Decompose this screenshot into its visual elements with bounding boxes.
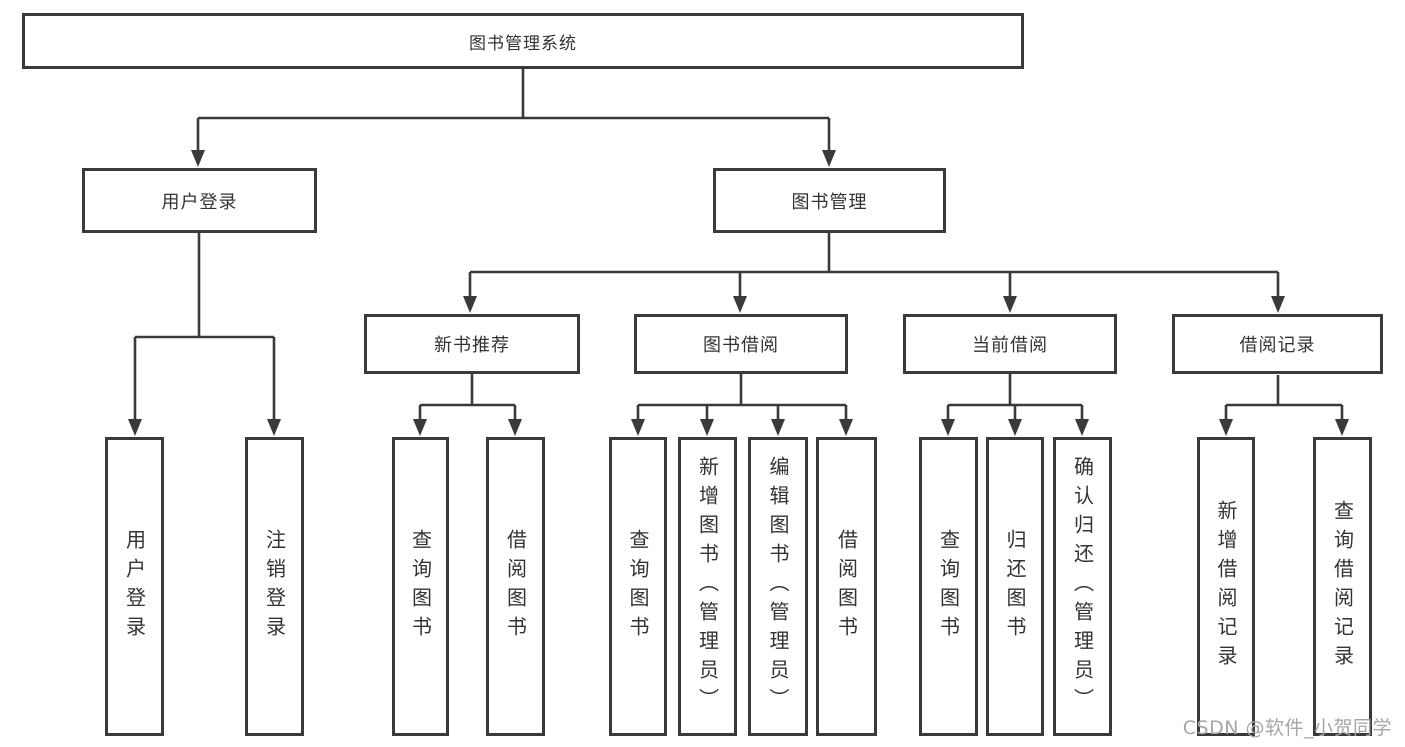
leaf-borrowing-edit-books-admin: 编辑图书（管理员） bbox=[748, 437, 808, 736]
node-user-login-label: 用户登录 bbox=[161, 191, 238, 213]
leaf-logout: 注销登录 bbox=[245, 437, 304, 736]
node-root-label: 图书管理系统 bbox=[469, 33, 577, 54]
node-new-book-recommend: 新书推荐 bbox=[364, 314, 580, 374]
node-user-login: 用户登录 bbox=[82, 168, 317, 233]
leaf-logout-label: 注销登录 bbox=[262, 528, 287, 645]
node-current-borrowing-label: 当前借阅 bbox=[972, 335, 1048, 356]
leaf-current-return-books-label: 归还图书 bbox=[1003, 528, 1027, 645]
node-book-management-label: 图书管理 bbox=[791, 191, 868, 213]
node-borrowing-records-label: 借阅记录 bbox=[1239, 335, 1316, 356]
node-book-borrowing: 图书借阅 bbox=[634, 314, 848, 374]
leaf-recommend-borrow-books-label: 借阅图书 bbox=[503, 528, 528, 645]
leaf-records-add-record-label: 新增借阅记录 bbox=[1214, 499, 1238, 674]
node-borrowing-records: 借阅记录 bbox=[1172, 314, 1383, 374]
leaf-borrowing-add-books-admin: 新增图书（管理员） bbox=[678, 437, 737, 736]
leaf-recommend-borrow-books: 借阅图书 bbox=[486, 437, 545, 736]
leaf-records-query-record-label: 查询借阅记录 bbox=[1330, 499, 1355, 674]
leaf-borrowing-query-books: 查询图书 bbox=[609, 437, 667, 736]
node-root: 图书管理系统 bbox=[22, 13, 1024, 69]
leaf-current-query-books: 查询图书 bbox=[919, 437, 978, 736]
leaf-borrowing-edit-books-admin-label: 编辑图书（管理员） bbox=[766, 456, 790, 717]
leaf-current-query-books-label: 查询图书 bbox=[936, 528, 961, 645]
leaf-recommend-query-books: 查询图书 bbox=[392, 437, 449, 736]
leaf-user-login-label: 用户登录 bbox=[122, 528, 147, 645]
leaf-borrowing-borrow-books-label: 借阅图书 bbox=[834, 528, 859, 645]
node-new-book-recommend-label: 新书推荐 bbox=[434, 335, 510, 356]
arrowheads bbox=[128, 150, 1349, 436]
leaf-user-login: 用户登录 bbox=[105, 437, 164, 736]
node-current-borrowing: 当前借阅 bbox=[903, 314, 1117, 374]
leaf-current-confirm-return-admin-label: 确认归还（管理员） bbox=[1070, 456, 1095, 717]
node-book-management: 图书管理 bbox=[713, 168, 946, 233]
csdn-watermark: CSDN @软件_小贺同学 bbox=[1182, 717, 1392, 739]
leaf-borrowing-borrow-books: 借阅图书 bbox=[816, 437, 877, 736]
leaf-recommend-query-books-label: 查询图书 bbox=[408, 528, 433, 645]
leaf-borrowing-query-books-label: 查询图书 bbox=[626, 528, 650, 645]
leaf-current-confirm-return-admin: 确认归还（管理员） bbox=[1053, 437, 1112, 736]
node-book-borrowing-label: 图书借阅 bbox=[703, 335, 779, 356]
leaf-borrowing-add-books-admin-label: 新增图书（管理员） bbox=[695, 456, 720, 717]
leaf-records-query-record: 查询借阅记录 bbox=[1313, 437, 1372, 736]
leaf-records-add-record: 新增借阅记录 bbox=[1197, 437, 1255, 736]
leaf-current-return-books: 归还图书 bbox=[986, 437, 1044, 736]
